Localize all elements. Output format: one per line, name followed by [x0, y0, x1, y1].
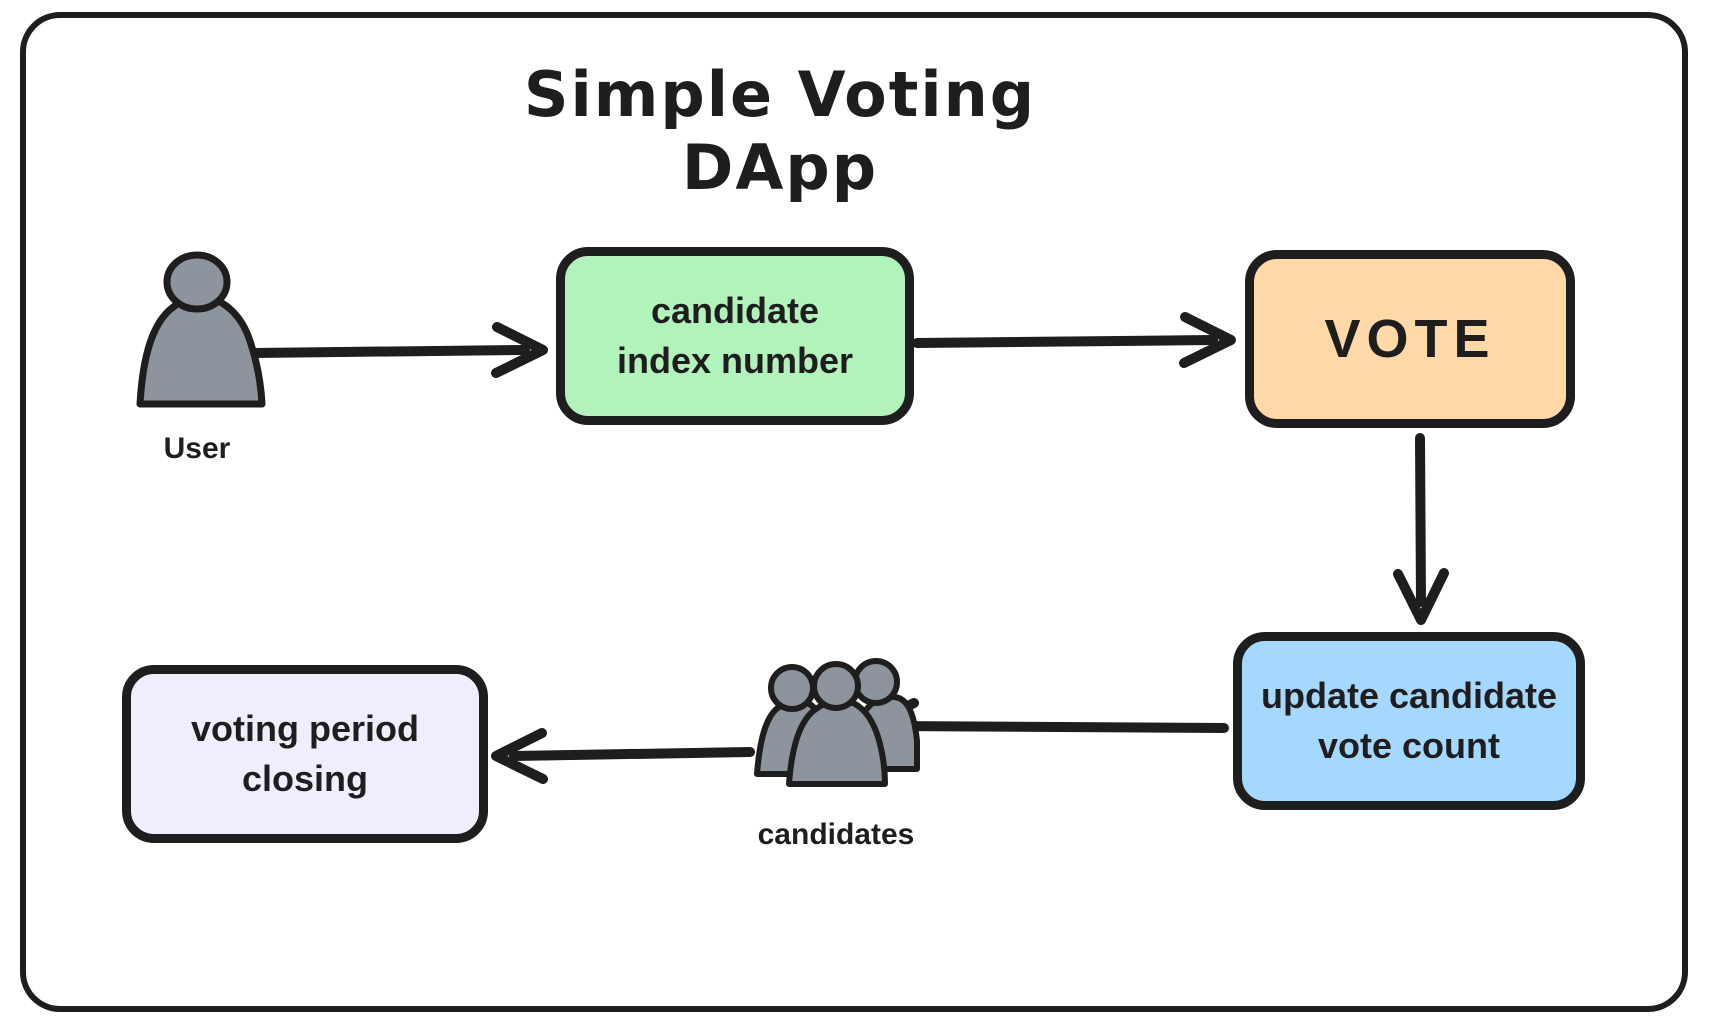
candidates-icon [754, 658, 920, 787]
node-update-vote-count-line1: update candidate [1260, 675, 1558, 716]
node-candidate-index: candidate index number [556, 247, 914, 425]
diagram-title: Simple Voting DApp [523, 58, 1037, 204]
node-vote: VOTE [1245, 250, 1575, 428]
candidates-label: candidates [757, 818, 915, 851]
arrow-vote-to-update-count [1393, 433, 1449, 625]
arrow-user-to-candidate-index [245, 322, 548, 378]
user-icon [136, 251, 266, 408]
node-voting-period-closing: voting period closing [122, 665, 488, 843]
canvas-frame [20, 12, 1688, 1012]
node-update-vote-count-line2: vote count [1317, 725, 1500, 766]
node-update-vote-count: update candidate vote count [1233, 632, 1585, 810]
arrow-update-count-to-candidates [863, 698, 1229, 754]
node-vote-label: VOTE [1324, 309, 1496, 369]
node-candidate-index-line1: candidate [650, 290, 820, 331]
user-label: User [163, 432, 231, 465]
node-voting-period-line2: closing [241, 758, 369, 799]
node-voting-period-line1: voting period [191, 708, 419, 749]
arrow-candidate-index-to-vote [912, 312, 1236, 368]
node-candidate-index-line2: index number [616, 340, 854, 381]
arrow-candidates-to-voting-period [491, 728, 755, 784]
